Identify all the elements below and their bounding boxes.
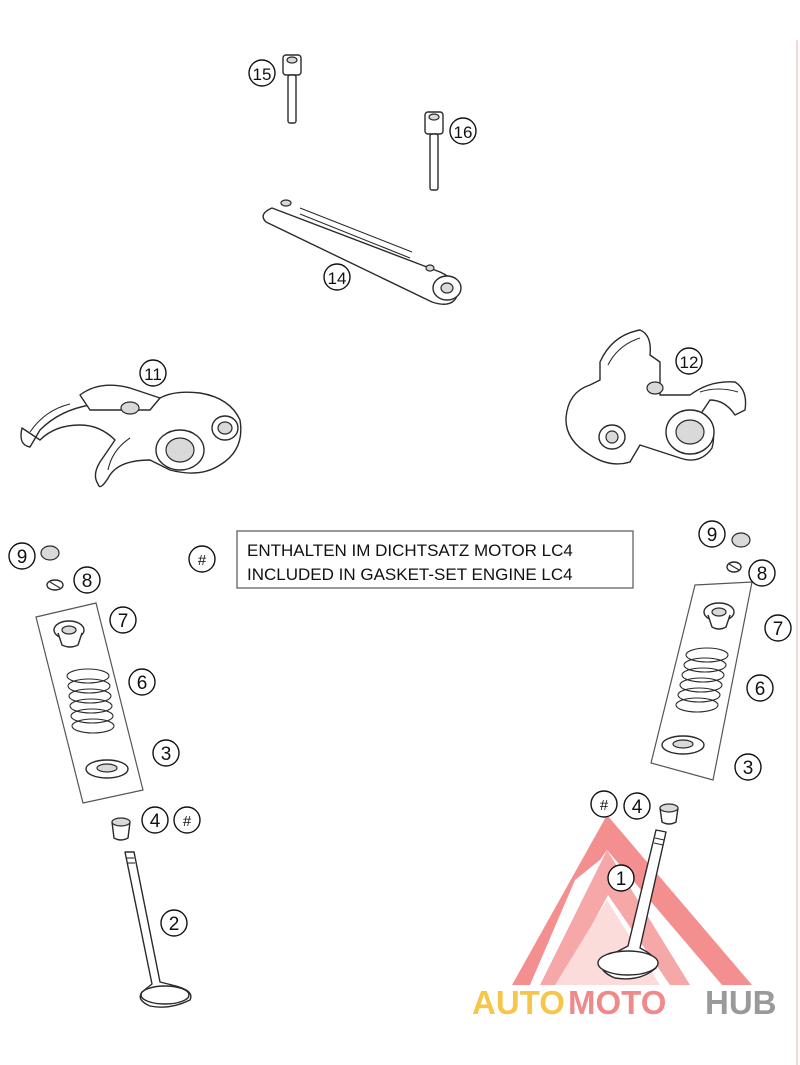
watermark-triangle-outer — [512, 815, 752, 985]
valve-2-exhaust — [124, 851, 192, 1008]
valve-cap-9-right — [731, 532, 751, 548]
callout-16: 16 — [449, 117, 477, 145]
callout-2: 2 — [160, 909, 188, 937]
watermark-text-hub: HUB — [705, 984, 777, 1021]
svg-text:16: 16 — [454, 123, 473, 142]
watermark-text: AUTO MOTO HUB — [472, 984, 777, 1021]
watermark-text-moto: MOTO — [568, 984, 666, 1021]
callout-14: 14 — [323, 263, 351, 291]
svg-text:14: 14 — [328, 269, 347, 288]
valve-stem-seal-4-left — [111, 817, 131, 841]
valve-stem-seal-4-right — [659, 803, 679, 825]
callout-6-left: 6 — [128, 668, 156, 696]
callout-12: 12 — [675, 347, 703, 375]
svg-text:1: 1 — [616, 869, 627, 890]
svg-text:12: 12 — [680, 353, 699, 372]
valve-cap-9-left — [40, 545, 60, 561]
callout-9-left: 9 — [8, 542, 36, 570]
spring-seat-3-left — [85, 759, 129, 779]
callout-15: 15 — [248, 59, 276, 87]
legend-line-1: ENTHALTEN IM DICHTSATZ MOTOR LC4 — [247, 541, 573, 560]
legend-box: ENTHALTEN IM DICHTSATZ MOTOR LC4 INCLUDE… — [236, 530, 634, 589]
callout-9-right: 9 — [698, 520, 726, 548]
callout-11: 11 — [139, 359, 167, 387]
bolt-16 — [424, 111, 444, 191]
callout-3-right: 3 — [734, 753, 762, 781]
svg-text:6: 6 — [755, 679, 766, 700]
valve-1-intake — [597, 829, 667, 980]
spring-group-box-right — [650, 581, 753, 781]
svg-text:9: 9 — [707, 525, 718, 546]
callout-4-right: 4 — [623, 792, 651, 820]
callout-hash-right: # — [590, 790, 618, 818]
svg-text:3: 3 — [743, 758, 754, 779]
svg-text:11: 11 — [144, 365, 162, 384]
svg-text:7: 7 — [773, 619, 784, 640]
legend-line-2: INCLUDED IN GASKET-SET ENGINE LC4 — [247, 565, 573, 584]
svg-text:3: 3 — [161, 744, 172, 765]
callout-1: 1 — [607, 864, 635, 892]
svg-text:7: 7 — [118, 611, 129, 632]
watermark-text-auto: AUTO — [472, 984, 565, 1021]
legend-hash-marker: # — [188, 545, 216, 573]
callout-6-right: 6 — [746, 674, 774, 702]
svg-text:2: 2 — [169, 914, 180, 935]
callout-8-left: 8 — [73, 566, 101, 594]
callout-7-left: 7 — [109, 606, 137, 634]
callout-4-left: 4 — [141, 806, 169, 834]
svg-text:#: # — [183, 813, 192, 830]
callout-8-right: 8 — [748, 559, 776, 587]
spring-group-box-left — [35, 602, 144, 804]
svg-text:15: 15 — [253, 65, 272, 84]
svg-text:#: # — [600, 797, 609, 814]
bolt-15 — [282, 54, 302, 124]
svg-text:4: 4 — [150, 811, 161, 832]
rocker-shaft-14 — [262, 199, 462, 305]
svg-text:6: 6 — [137, 673, 148, 694]
callout-3-left: 3 — [152, 739, 180, 767]
rocker-arm-12 — [565, 329, 747, 465]
callout-7-right: 7 — [764, 614, 792, 642]
valve-keeper-8-left — [46, 579, 64, 591]
valve-spring-6-left — [66, 668, 115, 734]
spring-seat-3-right — [661, 735, 705, 755]
legend-hash-symbol: # — [198, 552, 207, 569]
svg-text:8: 8 — [757, 564, 768, 585]
spring-retainer-7-right — [703, 602, 735, 630]
callout-hash-left: # — [173, 806, 201, 834]
spring-retainer-7-left — [53, 620, 85, 648]
valve-spring-6-right — [675, 647, 729, 713]
valve-keeper-8-right — [726, 561, 742, 573]
svg-text:4: 4 — [632, 797, 643, 818]
svg-text:9: 9 — [17, 547, 28, 568]
svg-text:8: 8 — [82, 571, 93, 592]
rocker-arm-11 — [20, 384, 242, 488]
